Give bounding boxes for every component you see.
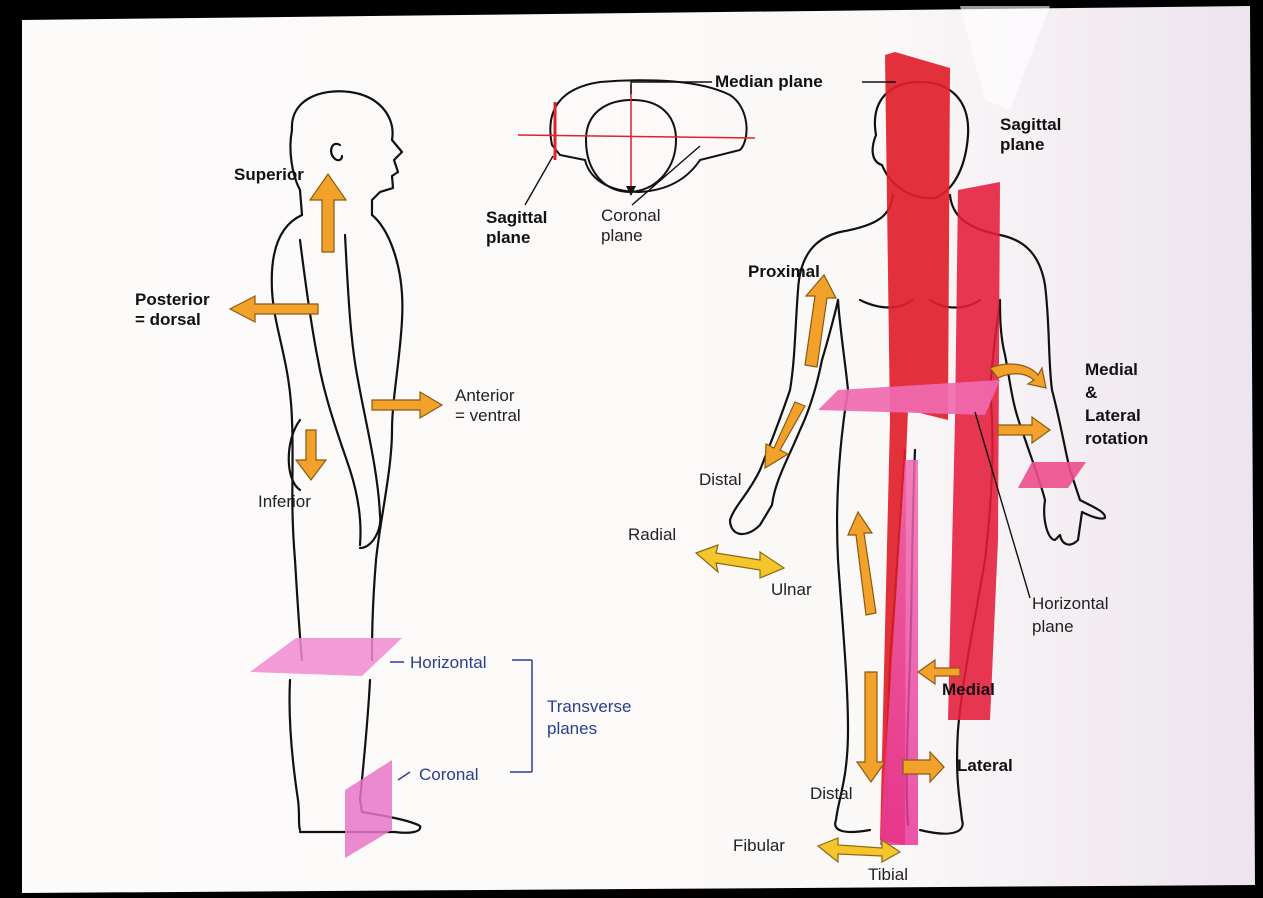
label-tibial: Tibial [868, 865, 908, 884]
sagittal-plane-shape [948, 182, 1000, 720]
wrist-plane-shape [1018, 462, 1086, 488]
right-arrows [764, 273, 1052, 784]
yellow-arrows [694, 544, 902, 864]
posterior-arrow [228, 295, 319, 323]
label-fibular: Fibular [733, 836, 785, 855]
lateral-rotation-arrow [997, 415, 1052, 445]
transverse-bracket [390, 659, 533, 781]
coronal-transverse-plane [345, 760, 392, 858]
label-distal-leg: Distal [810, 784, 853, 803]
left-arrows [228, 172, 444, 481]
label-medial: Medial [942, 680, 995, 699]
head-top-planes [517, 84, 756, 195]
leg-up-arrow [847, 510, 877, 616]
label-coronal: Coronal [419, 765, 479, 784]
proximal-arrow [804, 273, 837, 368]
screen-background [22, 6, 1255, 893]
label-inferior: Inferior [258, 492, 311, 511]
label-distal-arm: Distal [699, 470, 742, 489]
label-sagittal-plane-top: Sagittal plane [486, 208, 548, 247]
inferior-arrow [294, 429, 328, 481]
medial-rotation-arrow [989, 363, 1047, 389]
label-median-plane: Median plane [715, 72, 823, 91]
label-coronal-plane-top: Coronal plane [601, 206, 661, 245]
head-top-leaders [524, 81, 712, 206]
label-posterior: Posterior = dorsal [135, 290, 210, 329]
label-horizontal: Horizontal [410, 653, 487, 672]
label-ulnar: Ulnar [771, 580, 812, 599]
head-top-pointer [626, 186, 636, 196]
label-superior: Superior [234, 165, 304, 184]
leg-plane-shape [880, 460, 918, 845]
anterior-arrow [371, 390, 444, 420]
label-medial-lateral-rotation: Medial & Lateral rotation [1085, 360, 1149, 448]
label-lateral: Lateral [957, 756, 1013, 775]
horizontal-plane-shape [818, 380, 1000, 415]
superior-arrow [308, 172, 348, 253]
label-radial: Radial [628, 525, 677, 544]
label-sagittal-plane-right: Sagittal plane [1000, 115, 1062, 154]
label-transverse-planes: Transverse planes [547, 697, 632, 738]
right-leaders [862, 81, 1031, 599]
head-top-view [549, 79, 748, 194]
distal-arm-arrow [764, 401, 806, 470]
radial-ulnar-arrow [694, 544, 786, 579]
label-proximal: Proximal [748, 262, 820, 281]
label-horizontal-plane: Horizontal plane [1032, 594, 1109, 636]
fibular-tibial-arrow [816, 837, 902, 864]
label-anterior: Anterior = ventral [455, 386, 521, 425]
glare [960, 6, 1050, 110]
lateral-arrow [902, 750, 945, 784]
leg-down-arrow [855, 671, 887, 784]
horizontal-transverse-plane [250, 638, 402, 676]
medial-arrow [916, 658, 961, 686]
